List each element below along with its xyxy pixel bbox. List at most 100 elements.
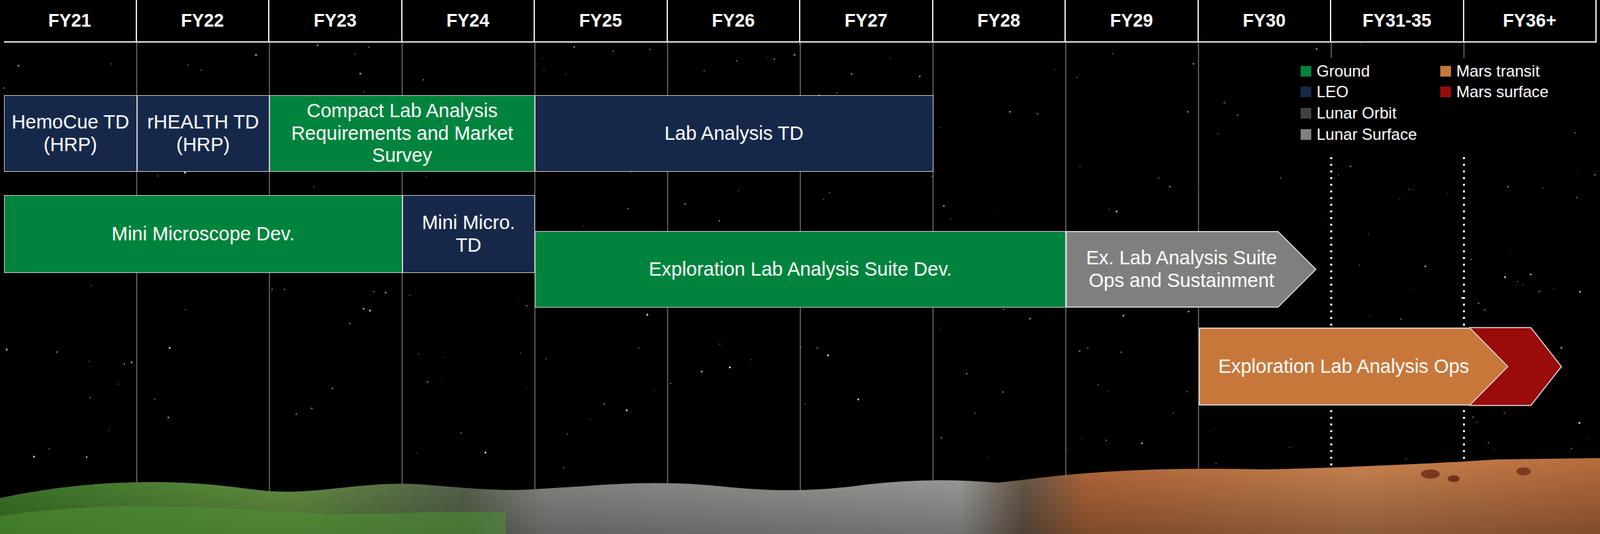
node-label: HemoCue TD (HRP) — [10, 111, 131, 156]
star — [844, 341, 846, 342]
star — [409, 294, 411, 297]
star — [1476, 421, 1478, 423]
star — [1413, 288, 1415, 291]
mars-rock — [1447, 475, 1460, 482]
star — [965, 372, 968, 374]
year-header-cell: FY31-35 — [1331, 0, 1465, 42]
mars-transit-chevron: Exploration Lab Analysis Ops — [1198, 327, 1509, 406]
node-text-block: Exploration Lab Analysis Suite Dev. — [648, 258, 953, 281]
star — [369, 309, 372, 312]
chevron-fill — [1198, 327, 1508, 406]
star — [589, 418, 591, 420]
star — [804, 403, 807, 405]
node-text-block: HemoCue TD (HRP) — [10, 111, 131, 156]
star — [284, 288, 285, 290]
star — [1460, 296, 1463, 299]
year-header-cell: FY23 — [269, 0, 403, 42]
legend-swatch — [1440, 65, 1451, 77]
star — [1337, 174, 1339, 175]
star — [517, 300, 519, 302]
star — [1594, 174, 1596, 176]
star — [1076, 76, 1079, 79]
star — [1578, 421, 1581, 424]
star — [131, 361, 134, 364]
star — [1576, 196, 1578, 199]
star — [1172, 412, 1174, 414]
star — [1003, 308, 1005, 310]
star — [626, 409, 629, 412]
star — [890, 57, 892, 59]
star — [1079, 166, 1081, 167]
leo-task-bar: Mini Micro. TD — [402, 194, 536, 273]
star — [822, 198, 825, 200]
star — [603, 403, 605, 405]
star — [1538, 290, 1541, 293]
star — [950, 218, 952, 220]
star — [1236, 113, 1239, 116]
star — [638, 347, 640, 349]
year-header-cell: FY21 — [3, 0, 138, 42]
node-label: Lab Analysis TD — [664, 122, 804, 145]
year-header-text: FY29 — [1109, 10, 1153, 32]
star — [1223, 101, 1226, 104]
star — [48, 448, 50, 450]
star — [1187, 310, 1189, 313]
star — [729, 365, 732, 368]
node-label: Mini Micro. TD — [409, 211, 529, 257]
star — [1186, 390, 1188, 392]
star — [1522, 284, 1524, 285]
star — [1494, 449, 1495, 451]
star — [544, 357, 547, 360]
green-hill — [0, 505, 506, 534]
year-header-cell: FY29 — [1065, 0, 1199, 42]
star — [1081, 439, 1083, 440]
star — [1517, 280, 1519, 282]
star — [362, 307, 365, 310]
legend-text: LEO — [1316, 83, 1349, 101]
star — [110, 63, 112, 65]
star — [653, 390, 655, 392]
year-header-text: FY30 — [1242, 10, 1286, 32]
legend-text: Mars surface — [1456, 83, 1549, 101]
star — [426, 380, 429, 383]
star — [703, 70, 706, 72]
star — [1510, 252, 1511, 253]
star — [1168, 185, 1171, 187]
legend-text: Lunar Surface — [1316, 125, 1418, 144]
node-label: Compact Lab Analysis Requirements and Ma… — [276, 99, 529, 167]
year-header-text: FY26 — [711, 10, 756, 32]
year-header-text: FY21 — [47, 10, 92, 32]
star — [353, 53, 356, 56]
star — [153, 397, 156, 400]
star — [187, 64, 189, 66]
node-label: rHEALTH TD (HRP) — [143, 111, 264, 156]
star-field — [3, 43, 1596, 471]
year-header-cell: FY25 — [534, 0, 668, 42]
legend-swatch — [1440, 86, 1451, 98]
star — [542, 57, 544, 60]
star — [1446, 192, 1449, 195]
star — [1472, 415, 1475, 418]
legend-text: Lunar Orbit — [1316, 104, 1397, 122]
star — [669, 382, 672, 384]
star — [1503, 411, 1506, 414]
star — [254, 53, 257, 56]
star — [443, 356, 444, 358]
star — [362, 90, 365, 93]
star — [373, 290, 375, 293]
ground-shading — [0, 457, 1600, 534]
star — [836, 92, 838, 94]
star — [5, 347, 8, 350]
star — [850, 73, 853, 76]
star — [167, 416, 170, 419]
legend-swatch — [1300, 129, 1312, 140]
star — [85, 455, 88, 458]
star — [460, 431, 462, 434]
star — [1193, 185, 1195, 187]
star — [566, 433, 569, 435]
star — [1067, 449, 1068, 450]
star — [1087, 347, 1090, 350]
star — [999, 213, 1000, 215]
star — [1140, 441, 1143, 444]
star — [1487, 441, 1489, 444]
